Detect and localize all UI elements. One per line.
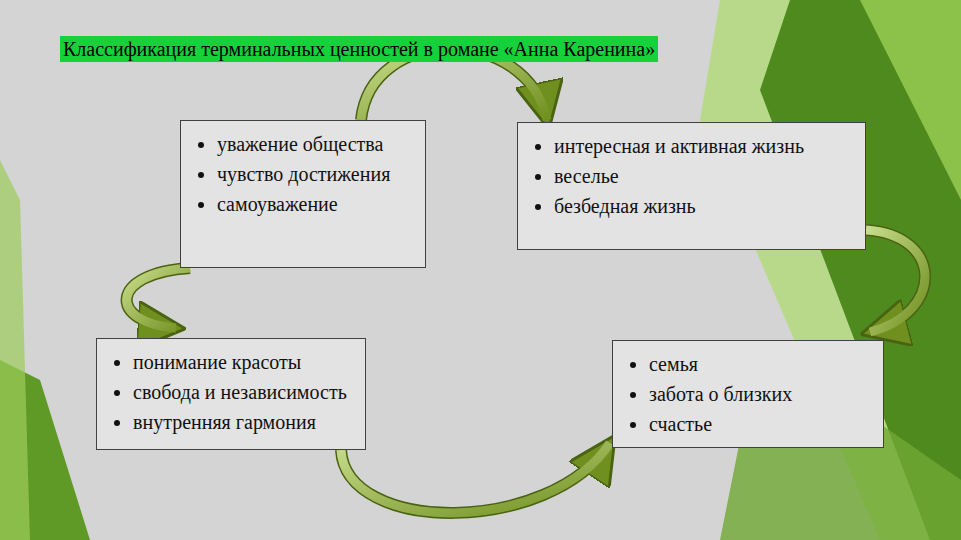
value-box: интересная и активная жизньвесельебезбед… (517, 122, 866, 250)
green-stripe (700, 0, 961, 540)
bullet-item: безбедная жизнь (554, 191, 855, 221)
bullet-item: уважение общества (217, 129, 415, 159)
arrow-outline (127, 268, 190, 328)
bullet-item: понимание красоты (133, 347, 355, 377)
arrow-outline (866, 230, 925, 332)
green-stripe (0, 160, 30, 540)
bullet-item: счастье (649, 409, 873, 439)
bullet-item: семья (649, 349, 873, 379)
curved-arrow (866, 230, 925, 332)
green-stripe (860, 0, 961, 200)
arrow-body (341, 443, 610, 513)
arrow-body (866, 230, 925, 332)
value-box: уважение обществачувство достижениясамоу… (180, 120, 426, 268)
arrow-outline (341, 443, 610, 513)
bullet-list: интересная и активная жизньвесельебезбед… (524, 131, 855, 221)
value-box: понимание красотысвобода и независимость… (96, 338, 366, 450)
curved-arrow (341, 443, 610, 513)
value-box: семьязабота о близкихсчастье (612, 340, 884, 448)
bullet-item: самоуважение (217, 189, 415, 219)
diagram-title: Классификация терминальных ценностей в р… (60, 36, 658, 62)
bullet-item: свобода и независимость (133, 377, 355, 407)
bullet-item: забота о близких (649, 379, 873, 409)
bullet-list: понимание красотысвобода и независимость… (103, 347, 355, 437)
bullet-item: веселье (554, 161, 855, 191)
bullet-list: уважение обществачувство достижениясамоу… (187, 129, 415, 219)
bullet-item: интересная и активная жизнь (554, 131, 855, 161)
bullet-list: семьязабота о близкихсчастье (619, 349, 873, 439)
bullet-item: чувство достижения (217, 159, 415, 189)
curved-arrow (127, 268, 190, 328)
arrow-body (127, 268, 190, 328)
bullet-item: внутренняя гармония (133, 407, 355, 437)
